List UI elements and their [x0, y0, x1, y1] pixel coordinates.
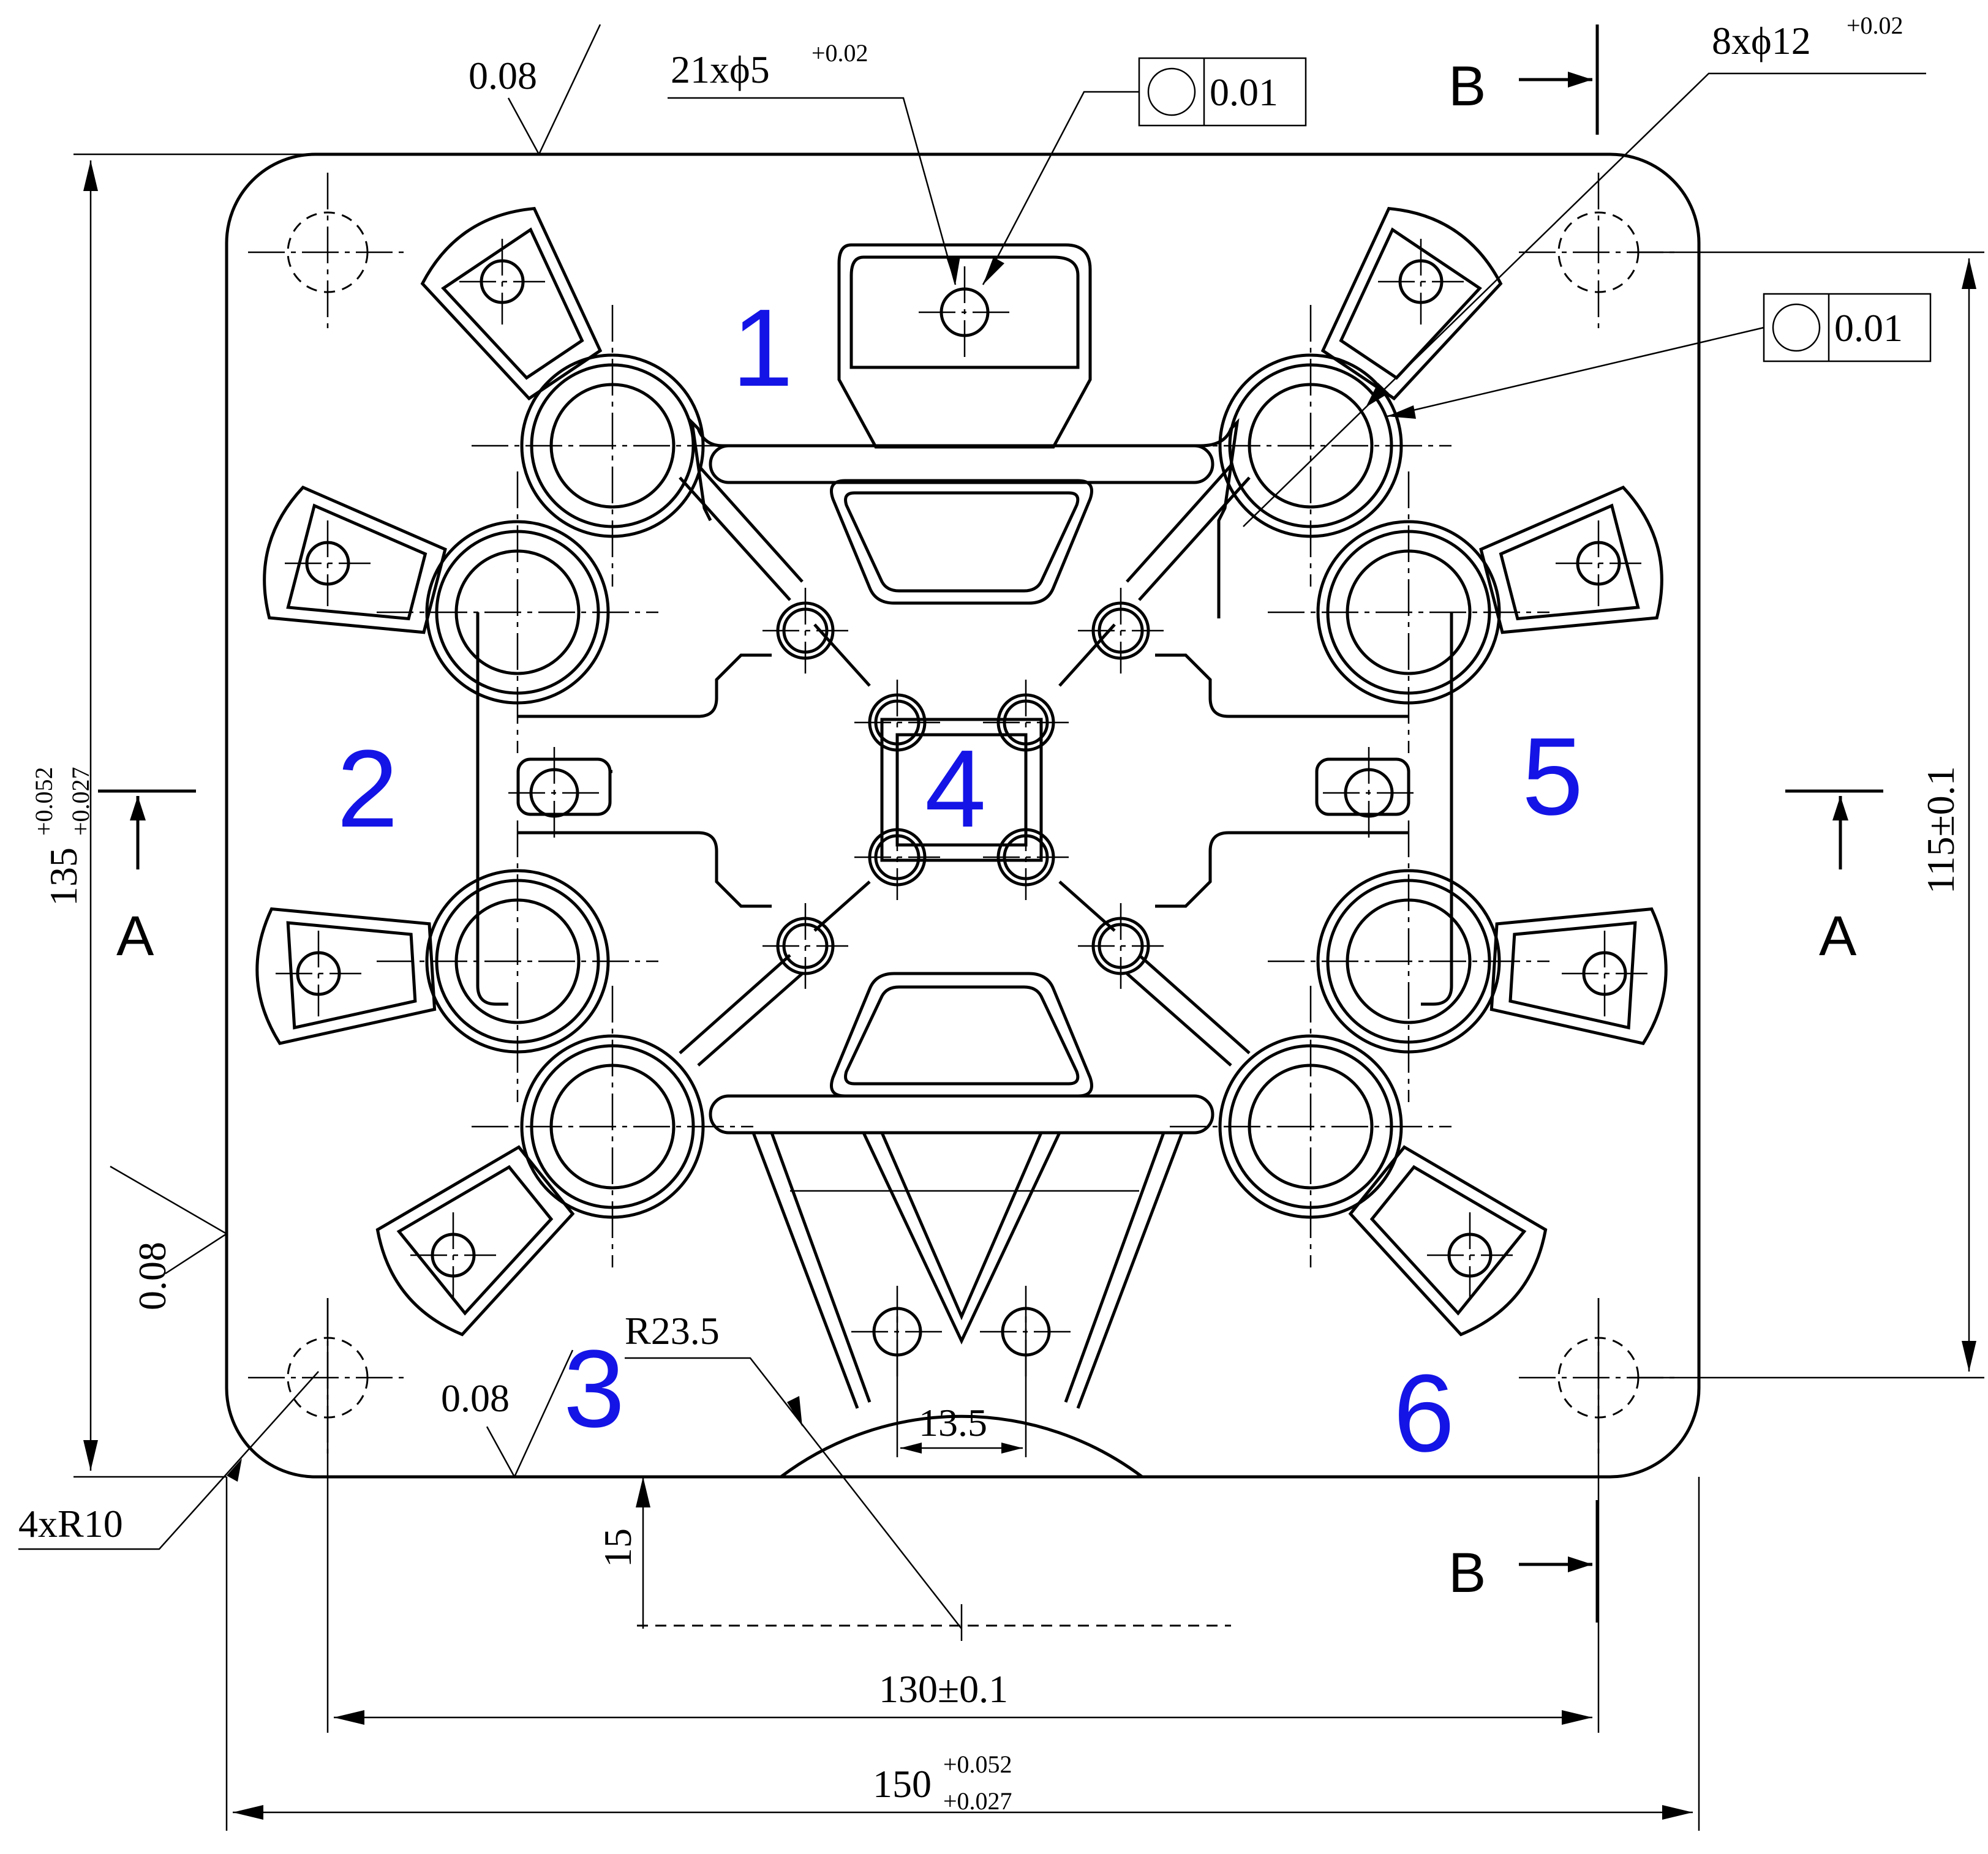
lug-inner-5 — [1508, 921, 1637, 1030]
zone-label-2: 2 — [337, 727, 398, 850]
dim-arc-radius: R23.5 — [625, 1309, 720, 1353]
dim-flatness-top: 0.08 — [469, 54, 537, 97]
plate-outline — [225, 152, 1701, 1479]
zone-label-5: 5 — [1522, 715, 1583, 838]
zone-label-3: 3 — [563, 1327, 625, 1451]
lug-inner-3 — [1499, 503, 1640, 621]
lug-inner-7 — [1369, 1165, 1527, 1316]
lug-inner-4 — [286, 921, 417, 1030]
zone-label-4: 4 — [925, 727, 986, 850]
windows — [830, 243, 1093, 1098]
dim-flatness-left: 0.08 — [130, 1242, 174, 1310]
dim-large-holes-tol: +0.02 — [1847, 12, 1903, 39]
zone-label-1: 1 — [732, 287, 793, 410]
dim-width-tol-upper: +0.052 — [943, 1751, 1012, 1778]
dim-large-holes: 8xϕ12 — [1712, 19, 1811, 62]
lug-outline-4 — [255, 907, 437, 1045]
dim-height-base: 135 — [42, 847, 85, 906]
section-label-a-right: A — [1819, 905, 1857, 967]
zone-label-6: 6 — [1393, 1352, 1455, 1475]
zone-labels: 1 2 3 4 5 6 — [337, 287, 1583, 1475]
section-label-a-left: A — [116, 905, 154, 967]
dim-height-tol-upper: +0.052 — [30, 767, 58, 836]
bottom-structure — [751, 1132, 1184, 1478]
lug-inner-1 — [1339, 227, 1482, 380]
dim-spacing-13-5: 13.5 — [919, 1401, 987, 1444]
dim-corner-radius: 4xR10 — [18, 1502, 123, 1545]
section-label-b-top: B — [1448, 55, 1486, 118]
dim-offset-15: 15 — [596, 1528, 639, 1567]
lug-outline-1 — [1320, 206, 1503, 401]
dimension-texts: 150 +0.052 +0.027 130±0.1 135 +0.052 +0.… — [18, 12, 1962, 1815]
lug-inner-2 — [286, 503, 427, 621]
dim-flatness-bottom: 0.08 — [441, 1376, 510, 1420]
center-lines — [377, 305, 1549, 1267]
lug-outline-7 — [1348, 1145, 1548, 1337]
lug-outline-5 — [1489, 907, 1668, 1045]
lug-outline-6 — [375, 1145, 575, 1337]
section-label-b-bottom: B — [1448, 1542, 1486, 1604]
dim-circularity-2: 0.01 — [1834, 306, 1903, 350]
lug-outline-3 — [1479, 486, 1663, 634]
lug-outline-2 — [263, 486, 447, 634]
dim-small-holes: 21xϕ5 — [671, 48, 770, 91]
dim-width-base: 150 — [873, 1762, 932, 1806]
dim-hole-spacing-y: 115±0.1 — [1919, 766, 1962, 894]
dim-small-holes-tol: +0.02 — [811, 39, 868, 67]
dimension-lines — [18, 24, 1984, 1831]
dim-width-tol-lower: +0.027 — [943, 1787, 1012, 1815]
lug-inner-6 — [396, 1165, 554, 1316]
dim-hole-spacing-x: 130±0.1 — [879, 1667, 1008, 1711]
dim-height-tol-lower: +0.027 — [67, 767, 94, 836]
lug-outline-0 — [420, 206, 603, 401]
section-markers: A A B B — [98, 24, 1883, 1623]
lug-inner-0 — [441, 227, 584, 380]
dim-circularity-1: 0.01 — [1210, 70, 1278, 114]
